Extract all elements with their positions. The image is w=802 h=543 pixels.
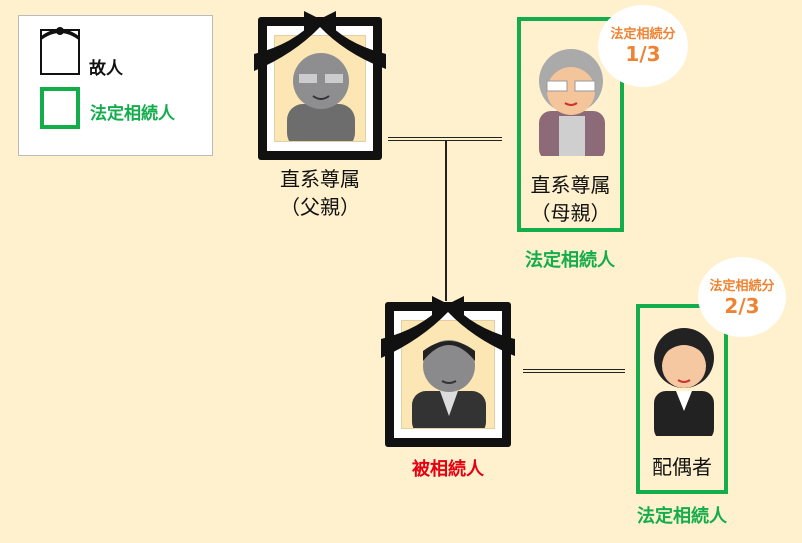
descent-line [445,141,447,301]
decedent-memorial-portrait [381,296,515,447]
mother-share-label: 法定相続分 [610,27,676,42]
decedent-label: 被相続人 [412,459,484,480]
spouse-heir-box: 配偶者 [636,304,728,494]
spouse-status: 法定相続人 [637,506,727,527]
mother-share-value: 1/3 [625,42,661,66]
heir-box-icon [40,87,80,129]
father-role: （父親） [280,195,360,219]
mother-status: 法定相続人 [525,250,615,271]
marriage-line-spouse [523,369,625,373]
mother-role: （母親） [530,201,611,225]
marriage-line-parents [388,137,502,141]
spouse-share-label: 法定相続分 [709,279,775,294]
mother-relation: 直系尊属 [530,173,611,197]
spouse-share-value: 2/3 [724,294,760,318]
memorial-frame-icon [40,27,80,75]
legend-heir-label: 法定相続人 [90,104,175,124]
spouse-share-bubble: 法定相続分 2/3 [698,257,786,337]
legend: 故人 法定相続人 [18,15,213,156]
mother-heir-box: 直系尊属 （母親） [517,17,624,232]
father-relation: 直系尊属 [280,167,360,191]
spouse-label: 配偶者 [652,455,712,479]
father-memorial-portrait [254,11,386,160]
mother-share-bubble: 法定相続分 1/3 [598,5,688,87]
legend-deceased-label: 故人 [89,59,123,79]
